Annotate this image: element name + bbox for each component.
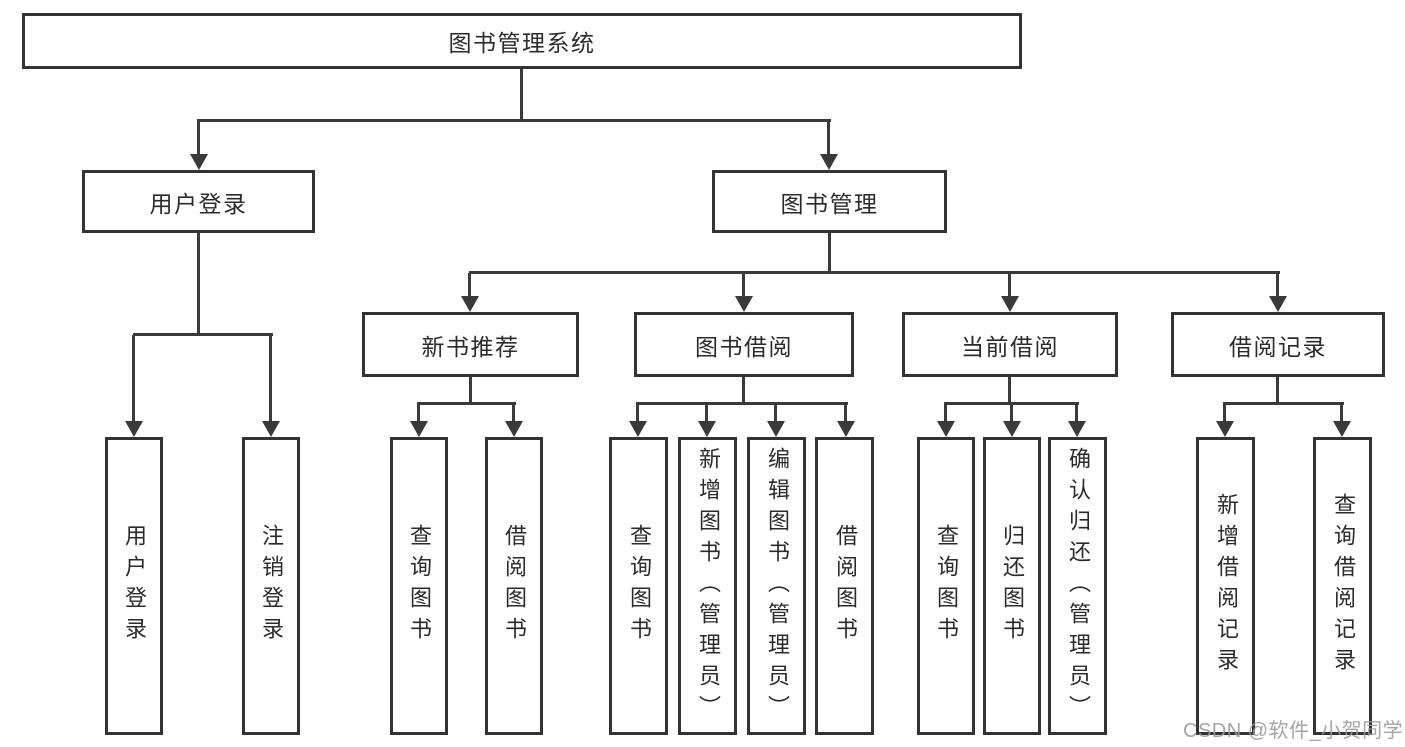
node-borrowing-records: 借阅记录 bbox=[1171, 312, 1385, 377]
arrow-current-leaf-2 bbox=[1003, 403, 1021, 437]
arrow-borrowing-leaf-1 bbox=[629, 403, 647, 437]
connector-recommend-bar bbox=[417, 402, 516, 405]
connector-borrowing-stem bbox=[742, 377, 745, 405]
arrow-current-leaf-1 bbox=[937, 403, 955, 437]
node-new-book-recommend: 新书推荐 bbox=[362, 312, 579, 377]
arrow-records-leaf-1 bbox=[1216, 403, 1234, 437]
leaf-borrow-books-recommend: 借阅图书 bbox=[485, 437, 543, 735]
connector-bookmgmt-stem bbox=[828, 233, 831, 274]
connector-records-stem bbox=[1276, 377, 1279, 405]
leaf-query-books-recommend: 查询图书 bbox=[390, 437, 448, 735]
arrow-to-leaf-user-login bbox=[125, 335, 143, 437]
node-current-borrowing: 当前借阅 bbox=[902, 312, 1118, 377]
leaf-confirm-return-admin: 确认归还（管理员） bbox=[1048, 437, 1107, 735]
connector-recommend-stem bbox=[469, 377, 472, 405]
arrow-borrowing-leaf-3 bbox=[767, 403, 785, 437]
arrow-recommend-leaf-1 bbox=[410, 403, 428, 437]
arrow-current-leaf-3 bbox=[1068, 403, 1086, 437]
node-library-system: 图书管理系统 bbox=[22, 13, 1022, 69]
leaf-borrow-books: 借阅图书 bbox=[815, 437, 874, 735]
arrow-recommend-leaf-2 bbox=[505, 403, 523, 437]
connector-borrowing-bar bbox=[636, 402, 848, 405]
arrow-to-book-management bbox=[820, 120, 838, 170]
arrow-to-user-login bbox=[190, 120, 208, 170]
connector-records-bar bbox=[1223, 402, 1344, 405]
connector-root-stem bbox=[520, 69, 523, 122]
arrow-to-book-borrowing bbox=[735, 273, 753, 312]
leaf-logout: 注销登录 bbox=[242, 437, 300, 735]
leaf-return-books: 归还图书 bbox=[983, 437, 1041, 735]
node-user-login: 用户登录 bbox=[82, 170, 315, 233]
leaf-add-books-admin: 新增图书（管理员） bbox=[678, 437, 737, 735]
leaf-query-borrow-record: 查询借阅记录 bbox=[1313, 437, 1372, 735]
leaf-edit-books-admin: 编辑图书（管理员） bbox=[747, 437, 806, 735]
node-book-borrowing: 图书借阅 bbox=[634, 312, 854, 377]
connector-userlogin-stem bbox=[197, 233, 200, 336]
arrow-to-leaf-logout bbox=[262, 335, 280, 437]
arrow-borrowing-leaf-2 bbox=[698, 403, 716, 437]
arrow-records-leaf-2 bbox=[1333, 403, 1351, 437]
arrow-to-new-book-recommend bbox=[461, 273, 479, 312]
node-book-management: 图书管理 bbox=[712, 170, 947, 233]
connector-current-stem bbox=[1008, 377, 1011, 405]
arrow-to-current-borrowing bbox=[1001, 273, 1019, 312]
connector-bookmgmt-bar bbox=[469, 271, 1280, 274]
leaf-query-books-current: 查询图书 bbox=[917, 437, 975, 735]
arrow-borrowing-leaf-4 bbox=[837, 403, 855, 437]
leaf-add-borrow-record: 新增借阅记录 bbox=[1196, 437, 1255, 735]
leaf-user-login: 用户登录 bbox=[105, 437, 163, 735]
watermark: CSDN @软件_小贺同学 bbox=[1183, 720, 1404, 742]
connector-root-bar bbox=[197, 119, 831, 122]
connector-userlogin-bar bbox=[133, 333, 273, 336]
leaf-query-books-borrowing: 查询图书 bbox=[609, 437, 668, 735]
arrow-to-borrowing-records bbox=[1269, 273, 1287, 312]
